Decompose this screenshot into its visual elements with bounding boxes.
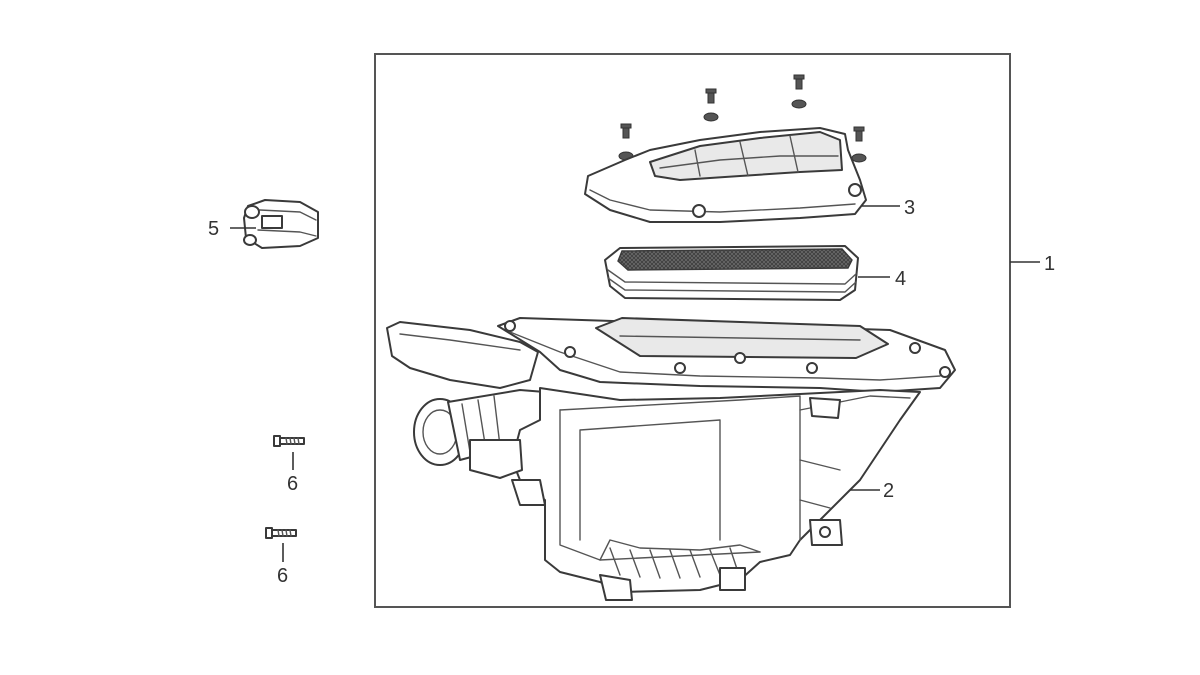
screw-icon [703, 88, 719, 122]
callout-2: 2 [883, 480, 894, 502]
clamp-icon [243, 199, 319, 249]
callout-1: 1 [1044, 253, 1055, 275]
callout-6a: 6 [287, 473, 298, 495]
screw-icon [851, 126, 867, 163]
bolt-icon [273, 435, 305, 447]
assembly-frame [374, 53, 1011, 608]
bolt-icon [265, 527, 297, 539]
air-cleaner-cover-icon [584, 127, 867, 223]
screw-icon [618, 123, 634, 161]
air-filter-element-icon [604, 245, 859, 301]
air-cleaner-case-icon [386, 317, 956, 601]
cover-screws [618, 74, 867, 163]
callout-6b: 6 [277, 565, 288, 587]
callout-5: 5 [208, 218, 219, 240]
screw-icon [791, 74, 807, 109]
callout-3: 3 [904, 197, 915, 219]
callout-4: 4 [895, 268, 906, 290]
